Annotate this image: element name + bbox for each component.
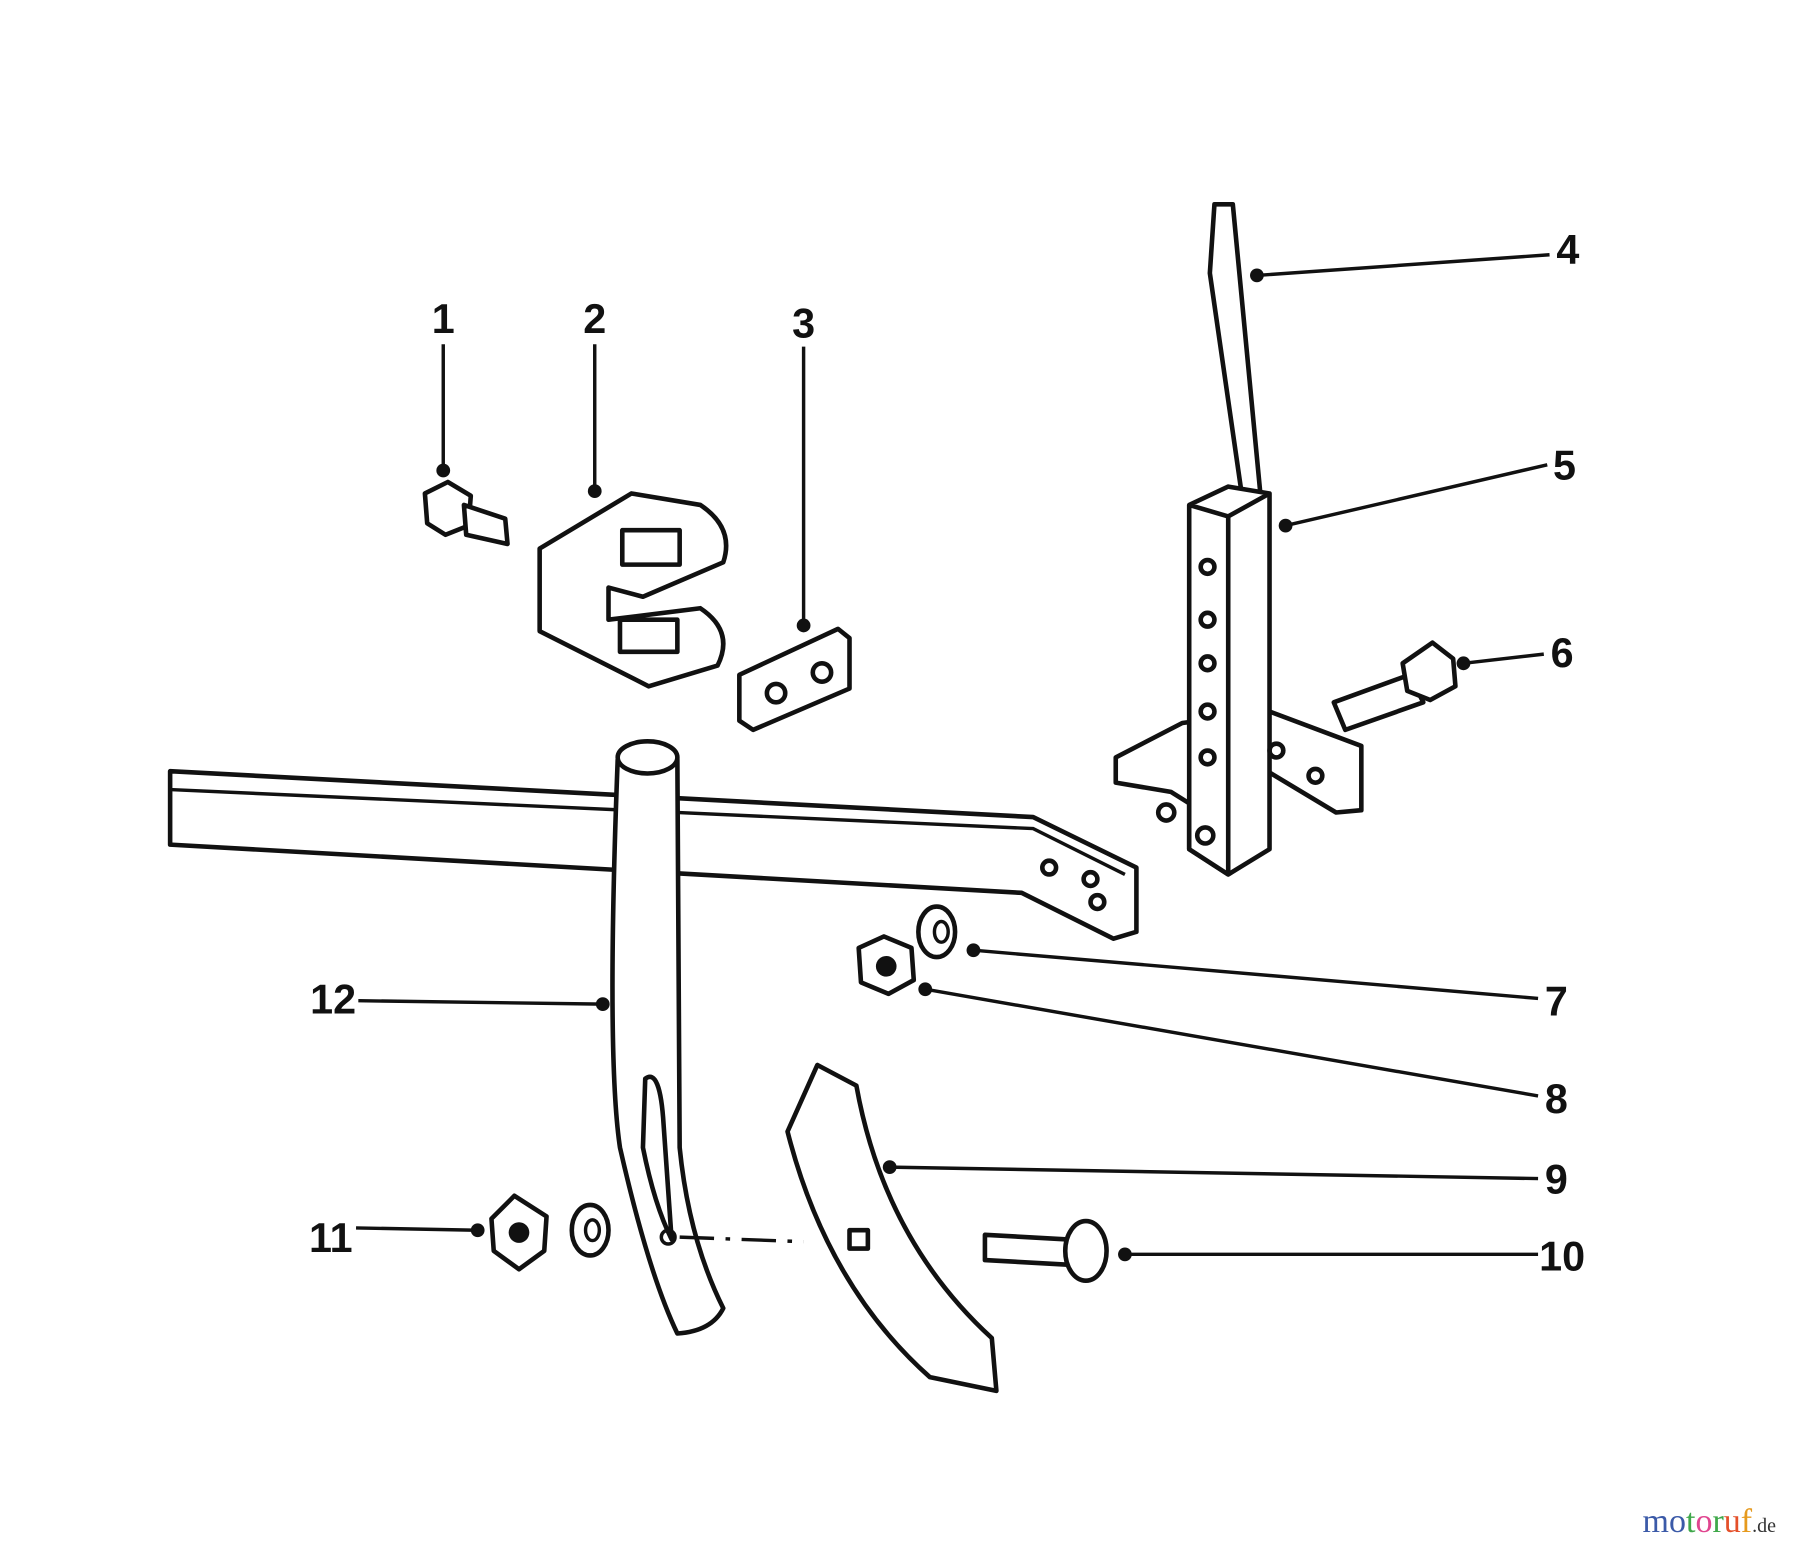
callout-8: 8 (1545, 1076, 1568, 1122)
part-7-washer (916, 904, 958, 960)
callout-1: 1 (432, 296, 455, 342)
callout-10: 10 (1539, 1233, 1585, 1279)
watermark-logo: motoruf.de (1643, 1503, 1776, 1541)
watermark-letter: r (1712, 1503, 1724, 1540)
part-9-shovel (785, 1062, 999, 1394)
callout-9: 9 (1545, 1157, 1568, 1203)
callout-11: 11 (309, 1215, 353, 1261)
watermark-text: motoruf (1643, 1503, 1753, 1540)
part-8-nut (856, 934, 917, 997)
callout-4: 4 (1556, 227, 1579, 273)
watermark-letter: u (1723, 1503, 1741, 1540)
watermark-letter: o (1669, 1503, 1686, 1540)
part-4-rod (1207, 201, 1263, 499)
part-10-bolt (982, 1218, 1109, 1284)
callout-5: 5 (1553, 443, 1576, 489)
watermark-letter: o (1695, 1503, 1713, 1540)
callout-2: 2 (583, 296, 606, 342)
part-12-shank-and-beam (167, 739, 1139, 1336)
watermark-letter: f (1740, 1503, 1753, 1540)
part-2-clamp (537, 491, 729, 689)
callout-6: 6 (1551, 630, 1574, 676)
leader-lines (356, 253, 1550, 1262)
callout-3: 3 (792, 300, 815, 346)
part-3-plate (737, 626, 852, 733)
part-6-bolt (1331, 640, 1458, 733)
watermark-letter: t (1686, 1503, 1696, 1540)
part-11-nut (489, 1193, 611, 1272)
callout-7: 7 (1545, 979, 1568, 1025)
watermark-suffix: .de (1752, 1515, 1776, 1537)
part-5-bracket (1113, 484, 1364, 877)
callout-12: 12 (310, 976, 356, 1022)
watermark-letter: m (1642, 1503, 1669, 1540)
part-1-bolt (422, 479, 510, 547)
